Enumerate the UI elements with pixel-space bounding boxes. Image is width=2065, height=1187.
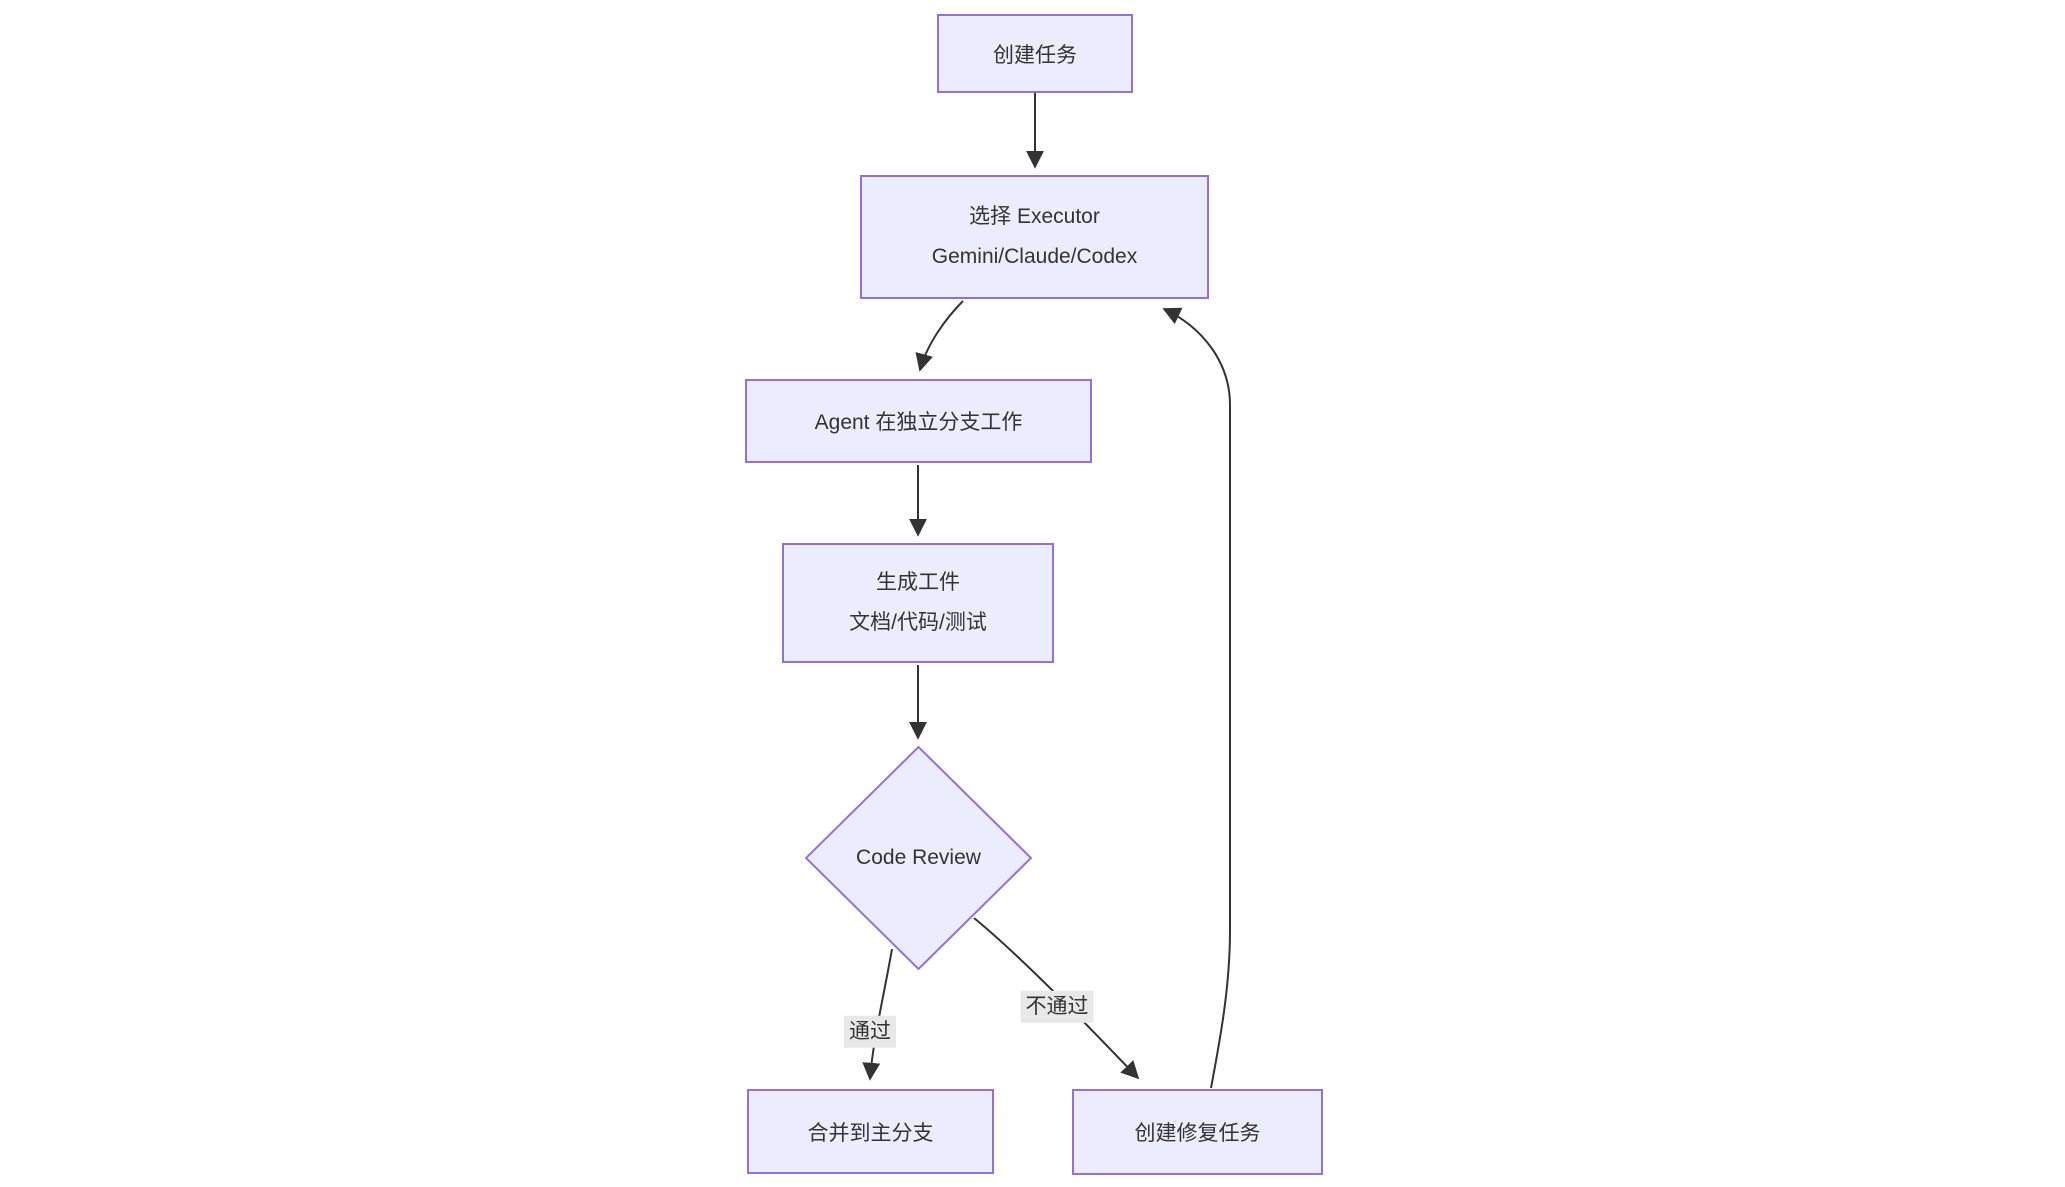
node-artifacts: 生成工件 文档/代码/测试 (782, 543, 1054, 663)
node-fix-task: 创建修复任务 (1072, 1089, 1323, 1175)
node-fix-task-label: 创建修复任务 (1134, 1122, 1261, 1145)
node-merge-main-label: 合并到主分支 (807, 1121, 934, 1145)
node-select-executor-line2: Gemini/Claude/Codex (931, 245, 1138, 268)
code-review-diamond-shape (805, 746, 1032, 970)
node-create-task: 创建任务 (937, 14, 1133, 93)
node-create-task-label: 创建任务 (993, 43, 1077, 67)
node-code-review-label: Code Review (856, 846, 981, 869)
node-code-review: Code Review (805, 746, 1032, 970)
node-artifacts-line2: 文档/代码/测试 (849, 611, 987, 634)
edge-label-fail: 不通过 (1020, 990, 1094, 1024)
node-select-executor: 选择 Executor Gemini/Claude/Codex (860, 175, 1209, 299)
edge-select-executor-to-agent-branch (915, 300, 964, 372)
edge-label-pass: 通过 (844, 1015, 896, 1049)
node-agent-branch: Agent 在独立分支工作 (745, 379, 1092, 463)
edge-fix-task-back-to-select-executor (1162, 307, 1231, 1089)
node-artifacts-line1: 生成工件 (876, 571, 960, 594)
node-select-executor-line1: 选择 Executor (969, 205, 1100, 228)
node-agent-branch-label: Agent 在独立分支工作 (814, 411, 1023, 434)
node-merge-main: 合并到主分支 (747, 1089, 994, 1174)
